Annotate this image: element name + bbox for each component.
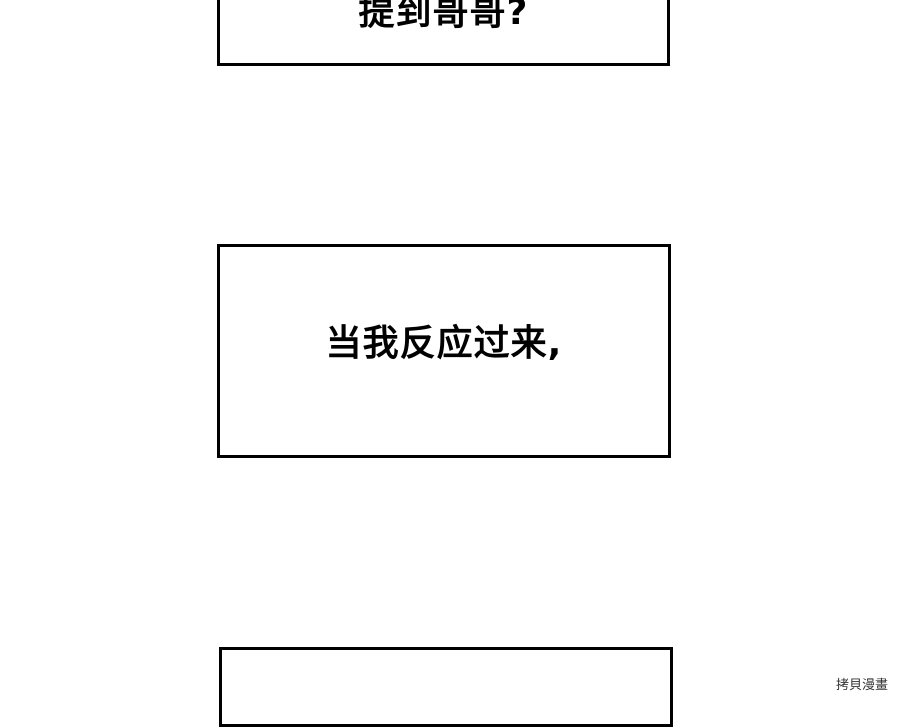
caption-panel-bottom — [219, 647, 673, 727]
caption-text-top: 提到哥哥? — [358, 0, 529, 33]
caption-text-middle: 当我反应过来, — [325, 323, 563, 364]
caption-panel-top: 提到哥哥? — [217, 0, 670, 66]
watermark: 拷貝漫畫 — [833, 673, 890, 694]
caption-panel-middle: 当我反应过来, — [217, 244, 671, 458]
